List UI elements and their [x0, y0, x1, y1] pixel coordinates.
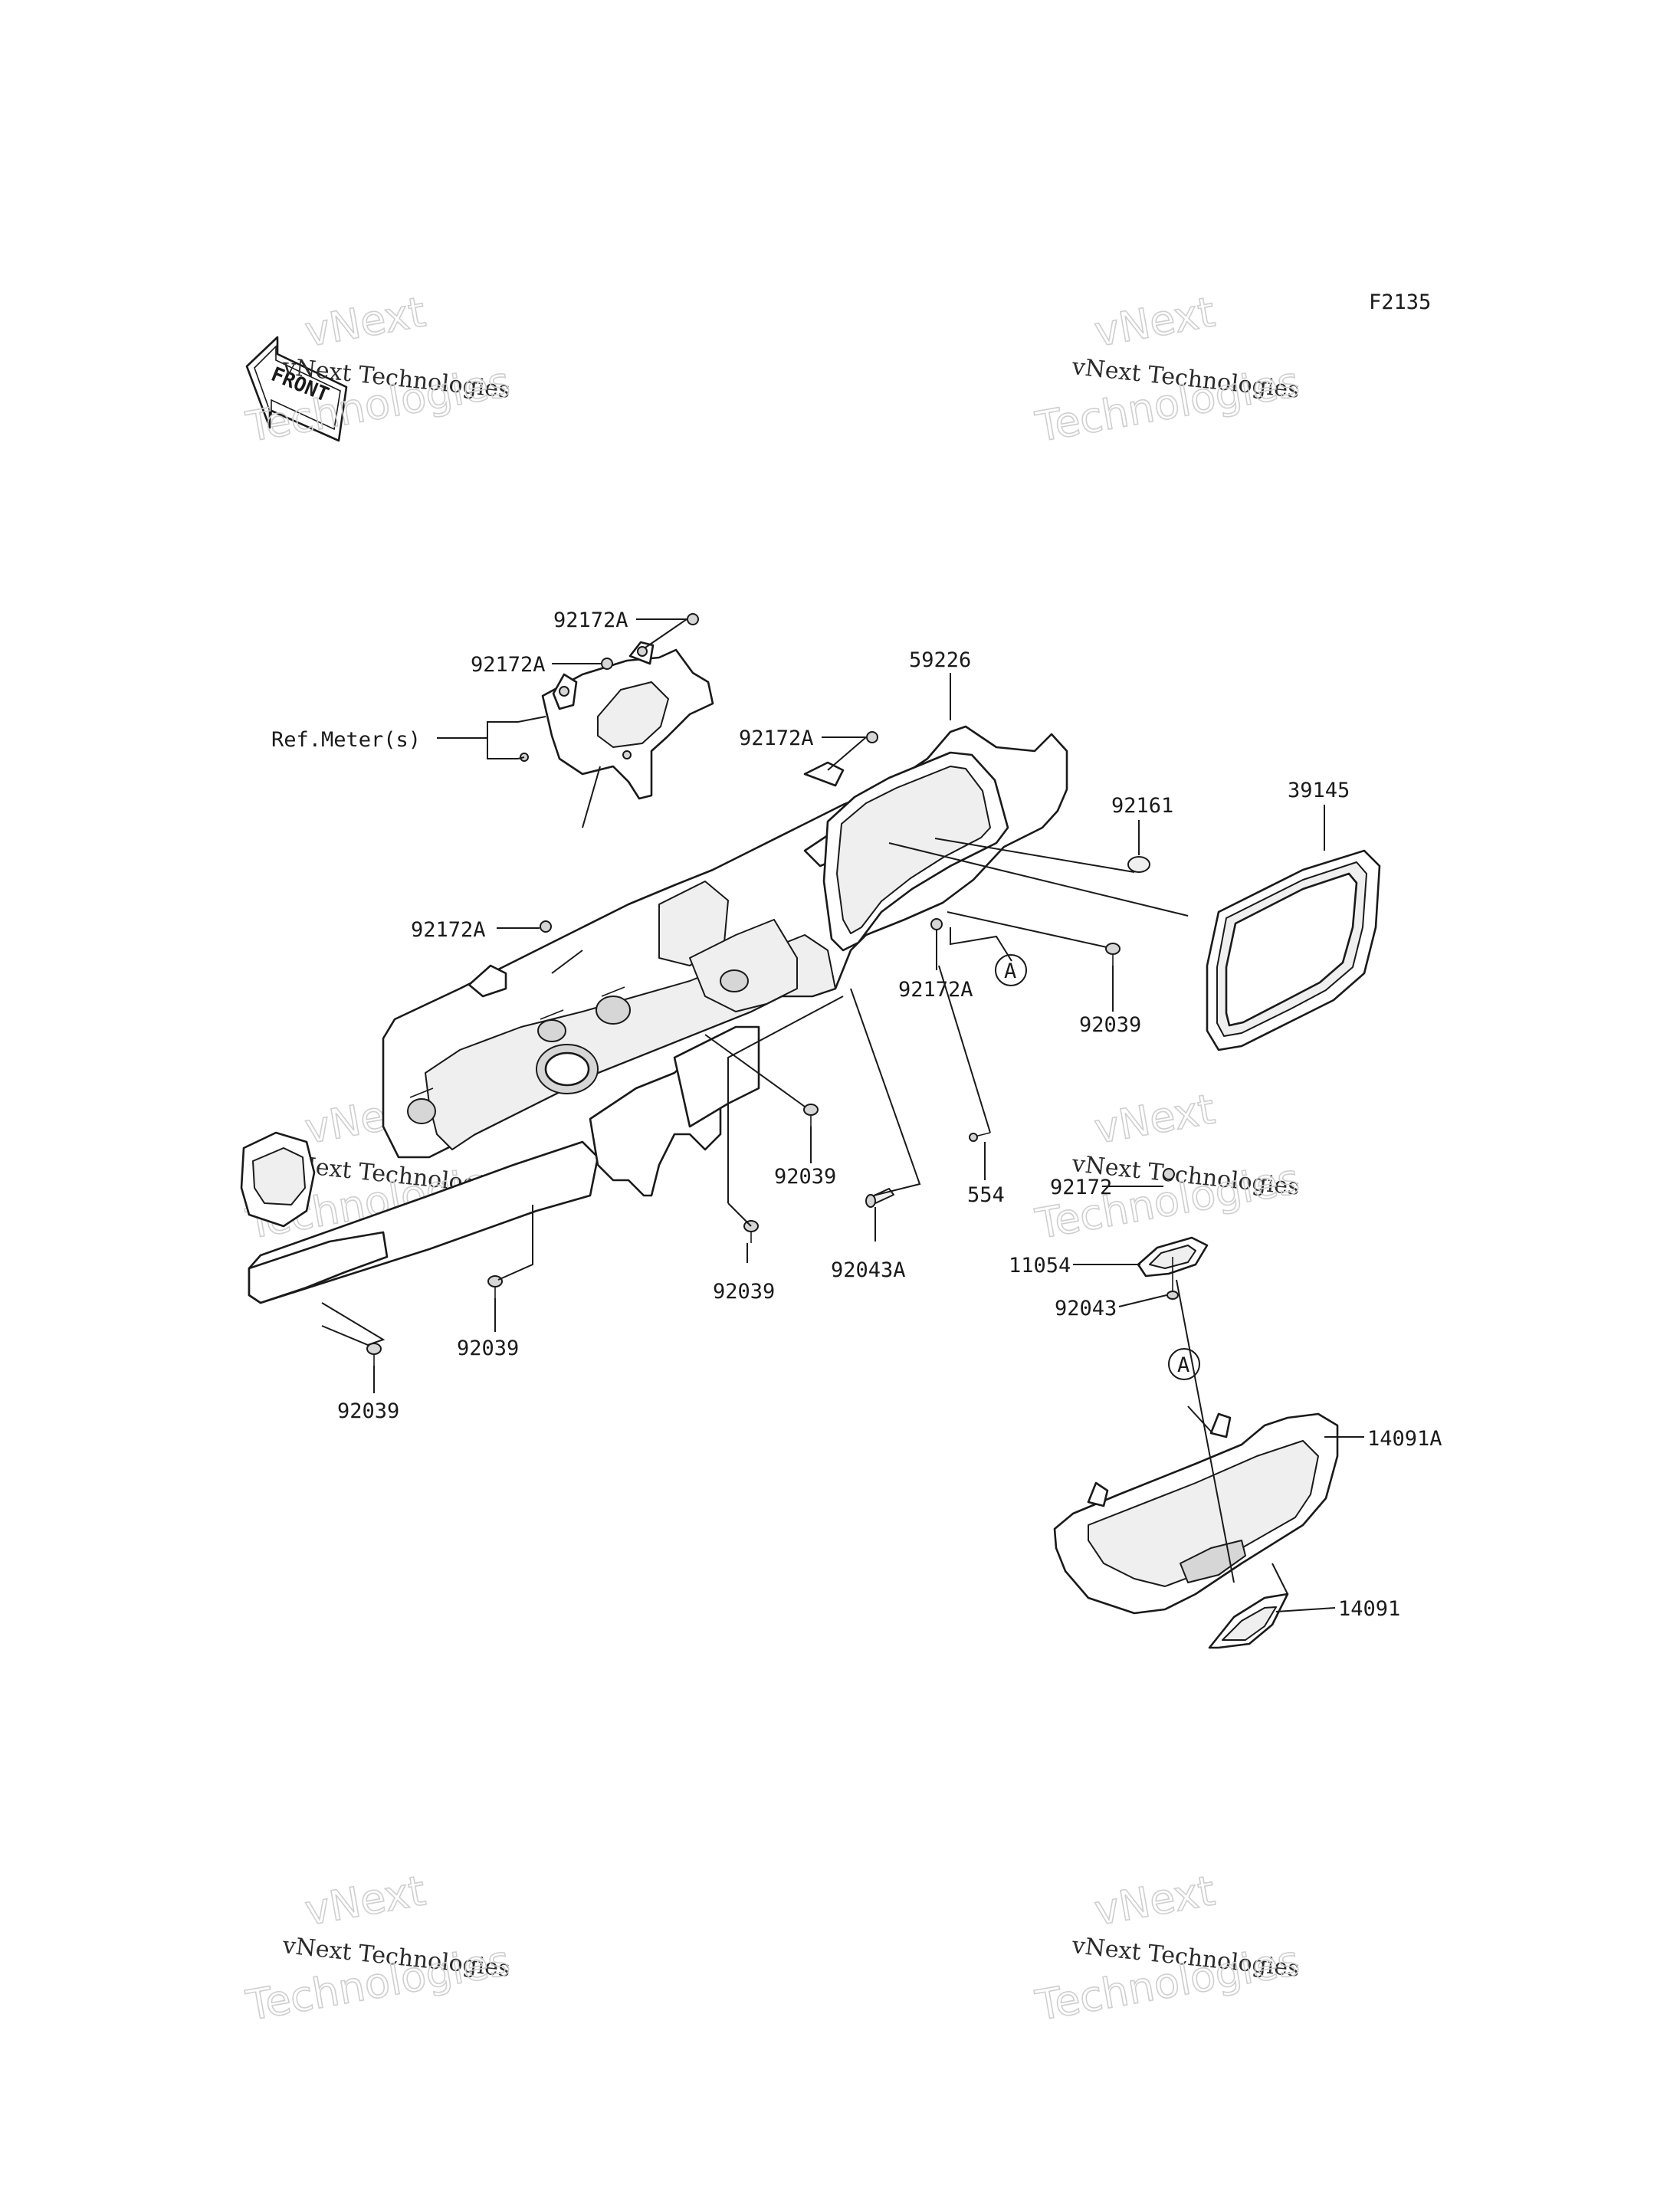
label-92039-3: 92039 — [713, 1280, 775, 1304]
screw-92039-4 — [487, 1275, 503, 1298]
label-39145: 39145 — [1288, 779, 1350, 802]
label-92172a-1: 92172A — [553, 608, 628, 632]
watermark-line1: vNext — [301, 287, 428, 356]
label-14091a: 14091A — [1367, 1427, 1442, 1451]
nut-92172 — [1163, 1168, 1175, 1180]
figure-code: F2135 — [1369, 290, 1431, 314]
window-seal-ring — [1206, 849, 1381, 1051]
screw-92039-2 — [803, 1104, 819, 1127]
screw-92039-3 — [743, 1220, 759, 1243]
nut-92172a-3 — [866, 731, 878, 743]
watermark-line1: vNext — [1091, 1084, 1218, 1153]
clip-92161 — [1127, 856, 1150, 873]
label-92039-5: 92039 — [337, 1399, 399, 1423]
label-92172a-5: 92172A — [898, 978, 973, 1002]
screw-92039-1 — [1105, 943, 1121, 966]
nut-92172a-4 — [540, 920, 552, 933]
reference-marker-label: A — [1177, 1353, 1189, 1377]
leader-lines — [321, 618, 1364, 1612]
watermark-line1: vNext — [1091, 1866, 1218, 1934]
nut-92172a-5 — [930, 918, 943, 930]
label-14091: 14091 — [1338, 1597, 1400, 1621]
label-11054: 11054 — [1009, 1254, 1071, 1278]
label-92043: 92043 — [1055, 1297, 1117, 1320]
glove-box-lid — [1053, 1412, 1339, 1615]
panel-left-end-cap — [240, 1131, 316, 1228]
watermark-top-right: vNext vNext Technologies Technologies — [1032, 287, 1304, 452]
reference-marker-label: A — [1004, 959, 1016, 983]
label-59226: 59226 — [909, 648, 971, 672]
watermark-top-left: vNext vNext Technologies Technologies — [242, 287, 514, 452]
label-92172a-4: 92172A — [411, 918, 486, 942]
screw-92039-5 — [366, 1343, 382, 1366]
watermark-bottom-left: vNext vNext Technologies Technologies — [242, 1866, 514, 2031]
label-92039-2: 92039 — [774, 1165, 836, 1189]
bolt-92043 — [1166, 1257, 1179, 1300]
glove-box-latch-cover — [1208, 1593, 1289, 1649]
nut-92172a-2 — [601, 658, 613, 670]
nut-92172a-1 — [687, 613, 699, 625]
watermark-line1: vNext — [301, 1866, 428, 1934]
label-554: 554 — [967, 1183, 1005, 1207]
watermark-bottom-right: vNext vNext Technologies Technologies — [1032, 1866, 1304, 2031]
label-92161: 92161 — [1111, 794, 1173, 818]
reference-marker-a-upper: A — [995, 954, 1027, 986]
pin-554 — [969, 1132, 991, 1142]
label-ref-meter: Ref.Meter(s) — [271, 728, 421, 752]
label-92039-1: 92039 — [1079, 1013, 1141, 1037]
label-92043a: 92043A — [831, 1258, 906, 1282]
label-92172a-3: 92172A — [739, 727, 814, 750]
meter-bracket — [541, 641, 714, 800]
label-92039-4: 92039 — [457, 1337, 519, 1360]
reference-marker-a-lower: A — [1168, 1348, 1200, 1380]
label-92172a-2: 92172A — [471, 653, 546, 677]
lower-left-cover — [248, 1140, 599, 1304]
meter-display-window — [822, 751, 1009, 952]
hardware-fasteners — [520, 613, 1175, 1180]
label-92172: 92172 — [1050, 1176, 1112, 1199]
watermark-middle-right: vNext vNext Technologies Technologies — [1032, 1084, 1304, 1249]
part-labels: 92172A 92172A Ref.Meter(s) 59226 92172A … — [271, 608, 1442, 1621]
watermark-line1: vNext — [1091, 287, 1218, 356]
